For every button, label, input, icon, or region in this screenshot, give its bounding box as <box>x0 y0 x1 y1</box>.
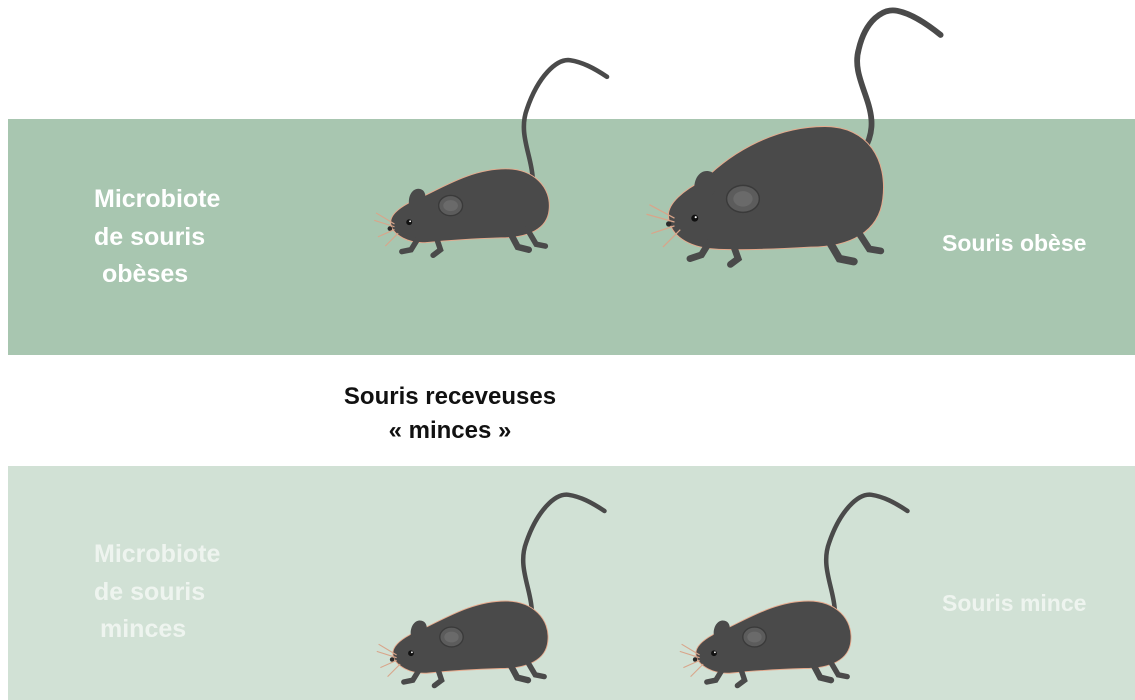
lean-microbiota-label-line3: minces <box>94 611 220 649</box>
lean-microbiota-label-line1: Microbiote <box>94 536 220 574</box>
recipient-mouse-lean-microbiota-icon <box>362 475 622 700</box>
lean-mouse-label: Souris mince <box>942 590 1086 617</box>
lean-donor-mouse-icon <box>665 475 925 700</box>
recipient-mouse-obese-microbiota-icon <box>362 40 622 270</box>
lean-microbiota-label: Microbiote de souris minces <box>94 536 220 649</box>
recipient-mice-label-line1: Souris receveuses <box>300 380 600 414</box>
recipient-mice-label-line2: « minces » <box>300 414 600 448</box>
obese-microbiota-label: Microbiote de souris obèses <box>94 181 220 294</box>
obese-microbiota-label-line2: de souris <box>94 219 220 257</box>
obese-microbiota-label-line1: Microbiote <box>94 181 220 219</box>
obese-mouse-label: Souris obèse <box>942 230 1086 257</box>
obese-donor-mouse-icon <box>636 6 956 276</box>
lean-microbiota-label-line2: de souris <box>94 574 220 612</box>
obese-microbiota-label-line3: obèses <box>94 256 220 294</box>
recipient-mice-label: Souris receveuses « minces » <box>300 380 600 448</box>
